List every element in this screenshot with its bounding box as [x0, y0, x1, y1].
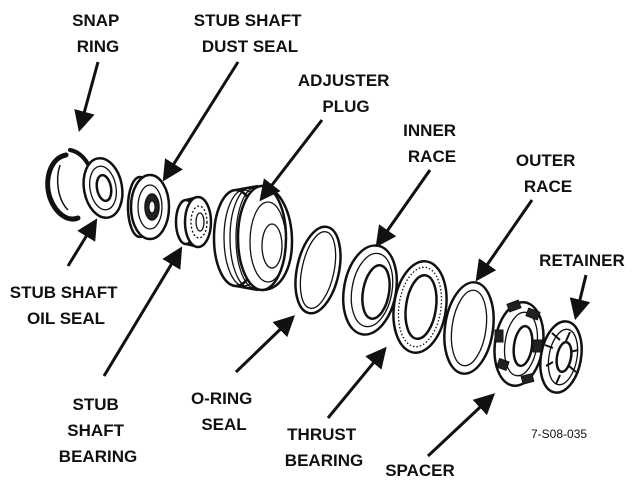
stub-shaft-bearing-part	[174, 195, 213, 249]
label-o-ring-seal: O-RING SEAL	[191, 389, 257, 434]
label-stub-shaft-oil-seal: STUB SHAFT OIL SEAL	[10, 283, 122, 328]
label-retainer: RETAINER	[539, 251, 625, 270]
label-stub-shaft-bearing: STUB SHAFT BEARING	[59, 395, 137, 466]
stub-shaft-oil-seal-part	[82, 157, 124, 219]
arrow-thrust-bearing	[326, 346, 387, 419]
arrow-retainer	[569, 274, 591, 321]
arrow-inner-race	[375, 169, 432, 248]
label-outer-race: OUTER RACE	[516, 151, 580, 196]
arrow-stub-shaft-bearing	[102, 246, 183, 377]
arrow-o-ring-seal	[234, 315, 296, 374]
leader-arrows	[66, 61, 591, 458]
o-ring-seal-part	[294, 225, 342, 315]
label-snap-ring: SNAP RING	[72, 11, 124, 56]
outer-race-part	[443, 281, 495, 375]
label-adjuster-plug: ADJUSTER PLUG	[298, 71, 394, 116]
stub-shaft-dust-seal-part	[126, 173, 171, 241]
label-thrust-bearing: THRUST BEARING	[285, 425, 363, 470]
arrow-snap-ring	[74, 61, 100, 133]
arrow-spacer	[426, 393, 496, 458]
label-inner-race: INNER RACE	[403, 121, 461, 166]
figure-number: 7-S08-035	[531, 427, 587, 441]
label-stub-shaft-dust-seal: STUB SHAFT DUST SEAL	[194, 11, 306, 56]
arrow-stub-shaft-dust-seal	[162, 61, 240, 182]
arrow-adjuster-plug	[259, 119, 324, 202]
arrow-outer-race	[475, 199, 534, 282]
spacer-part	[493, 299, 545, 387]
retainer-part	[539, 320, 583, 394]
adjuster-plug-part	[212, 184, 294, 292]
label-spacer: SPACER	[385, 461, 455, 480]
thrust-bearing-part	[392, 260, 448, 354]
arrow-stub-shaft-oil-seal	[66, 218, 98, 267]
